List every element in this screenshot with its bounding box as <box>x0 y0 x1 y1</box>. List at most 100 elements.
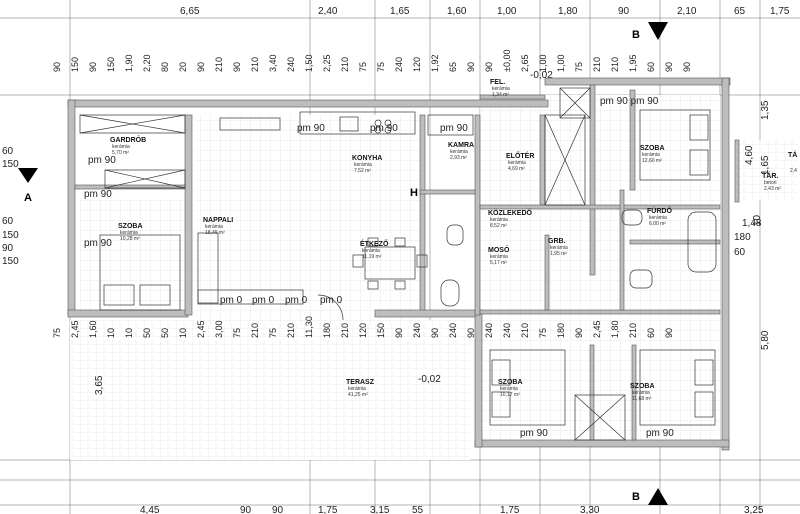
pm-label-6: pm 90 <box>646 428 674 439</box>
dim-right-1: 4,60 <box>744 145 755 165</box>
dim-bottom-7: 3,30 <box>580 505 600 514</box>
dim-interior-37: 2,45 <box>70 320 80 338</box>
toilet-1 <box>446 224 464 246</box>
dim-right-4: 10 <box>752 214 763 226</box>
wardrobe-5 <box>574 394 626 441</box>
pm-label-11: pm 0 <box>285 295 308 306</box>
room-area-fel: 1,34 m² <box>492 92 509 98</box>
room-floor-kamra: kerámia <box>450 149 468 155</box>
dim-interior-26: 2,65 <box>520 54 530 72</box>
dim-interior-17: 75 <box>358 62 368 72</box>
bed-3 <box>489 349 566 426</box>
dim-bottom-8: 3,25 <box>744 505 764 514</box>
room-area-etkezo: 11,19 m² <box>362 254 382 260</box>
level-mark-top: -0,02 <box>530 70 553 81</box>
dim-interior-33: 60 <box>646 62 656 72</box>
room-floor-szoba2: kerámia <box>642 152 660 158</box>
dim-interior-39: 10 <box>106 328 116 338</box>
section-b-top-label: B <box>632 29 640 41</box>
dim-top-2: 1,65 <box>390 6 410 17</box>
pm-label-1: pm 90 <box>370 123 398 134</box>
room-name-kamra: KAMRA <box>448 142 474 149</box>
room-area-konyha: 7,52 m² <box>354 168 371 174</box>
dim-left-4: 90 <box>2 243 14 254</box>
dim-interior-32: 1,95 <box>628 54 638 72</box>
dim-interior-64: 180 <box>556 323 566 338</box>
door-swing <box>317 294 344 321</box>
bed-1 <box>99 234 181 311</box>
dim-interior-65: 90 <box>574 328 584 338</box>
dim-top-8: 65 <box>734 6 746 17</box>
dim-top-1: 2,40 <box>318 6 338 17</box>
room-area-moso: 5,17 m² <box>490 260 507 266</box>
dim-interior-0: 90 <box>52 62 62 72</box>
dim-left-1: 150 <box>2 159 19 170</box>
dim-top-7: 2,10 <box>677 6 697 17</box>
dim-interior-4: 1,90 <box>124 54 134 72</box>
dim-interior-47: 210 <box>250 323 260 338</box>
dim-interior-49: 210 <box>286 323 296 338</box>
dim-interior-48: 75 <box>268 328 278 338</box>
dim-left-5: 150 <box>2 256 19 267</box>
section-b-bottom-arrow <box>648 488 668 505</box>
dim-interior-45: 3,00 <box>214 320 224 338</box>
room-floor-nappali: kerámia <box>205 224 223 230</box>
h-marker: H <box>410 187 418 199</box>
dim-interior-50: 11,30 <box>304 316 314 338</box>
wardrobe-1 <box>79 114 186 134</box>
dim-interior-46: 75 <box>232 328 242 338</box>
dim-left-3: 150 <box>2 230 19 241</box>
bed-2 <box>639 109 711 181</box>
pm-label-3: pm 90 <box>84 238 112 249</box>
dim-interior-2: 90 <box>88 62 98 72</box>
room-name-fel: FEL. <box>490 79 505 86</box>
dim-interior-43: 10 <box>178 328 188 338</box>
room-floor-szoba4: kerámia <box>632 390 650 396</box>
dim-bottom-6: 1,75 <box>500 505 520 514</box>
toilet-2 <box>621 209 643 226</box>
pm-label-12: pm 0 <box>320 295 343 306</box>
bathtub <box>687 211 717 273</box>
pm-label-0: pm 90 <box>297 123 325 134</box>
dim-interior-57: 90 <box>430 328 440 338</box>
room-floor-etkezo: kerámia <box>362 248 380 254</box>
room-name-kozlekedo: KÖZLEKEDŐ <box>488 208 533 217</box>
room-floor-terasz: kerámia <box>348 386 366 392</box>
dim-interior-60: 240 <box>484 323 494 338</box>
dim-interior-44: 2,45 <box>196 320 206 338</box>
level-mark-terrace: -0,02 <box>418 374 441 385</box>
dim-bottom-4: 3,15 <box>370 505 390 514</box>
room-name-szoba4: SZOBA <box>630 383 655 390</box>
pm-label-4: pm 90 pm 90 <box>600 96 659 107</box>
dim-top-5: 1,80 <box>558 6 578 17</box>
dim-interior-6: 80 <box>160 62 170 72</box>
dim-interior-10: 90 <box>232 62 242 72</box>
dim-right-2: 1,65 <box>760 155 771 175</box>
room-area-szoba1: 10,28 m² <box>120 236 140 242</box>
dim-interior-55: 90 <box>394 328 404 338</box>
dim-interior-25: ±0,00 <box>502 50 512 72</box>
dim-interior-66: 2,45 <box>592 320 602 338</box>
dim-interior-41: 50 <box>142 328 152 338</box>
walls <box>67 77 740 451</box>
dim-interior-58: 240 <box>448 323 458 338</box>
room-name-tar-right: TÁ <box>788 150 797 159</box>
dim-interior-54: 150 <box>376 323 386 338</box>
room-area-kamra: 2,93 m² <box>450 155 467 161</box>
dim-interior-5: 2,20 <box>142 54 152 72</box>
dim-interior-69: 60 <box>646 328 656 338</box>
dim-interior-21: 1,92 <box>430 54 440 72</box>
dim-interior-61: 240 <box>502 323 512 338</box>
room-floor-tar: beton <box>764 180 777 186</box>
room-name-eloter: ELŐTÉR <box>506 151 534 160</box>
dim-interior-16: 210 <box>340 57 350 72</box>
section-b-bottom-label: B <box>632 491 640 503</box>
room-area-eloter: 4,69 m² <box>508 166 525 172</box>
room-floor-gardrob: kerámia <box>112 144 130 150</box>
dim-interior-20: 120 <box>412 57 422 72</box>
dim-interior-11: 210 <box>250 57 260 72</box>
room-floor-szoba1: kerámia <box>120 230 138 236</box>
room-name-szoba2: SZOBA <box>640 145 665 152</box>
room-area-kozlekedo: 8,52 m² <box>490 223 507 229</box>
dim-interior-22: 65 <box>448 62 458 72</box>
